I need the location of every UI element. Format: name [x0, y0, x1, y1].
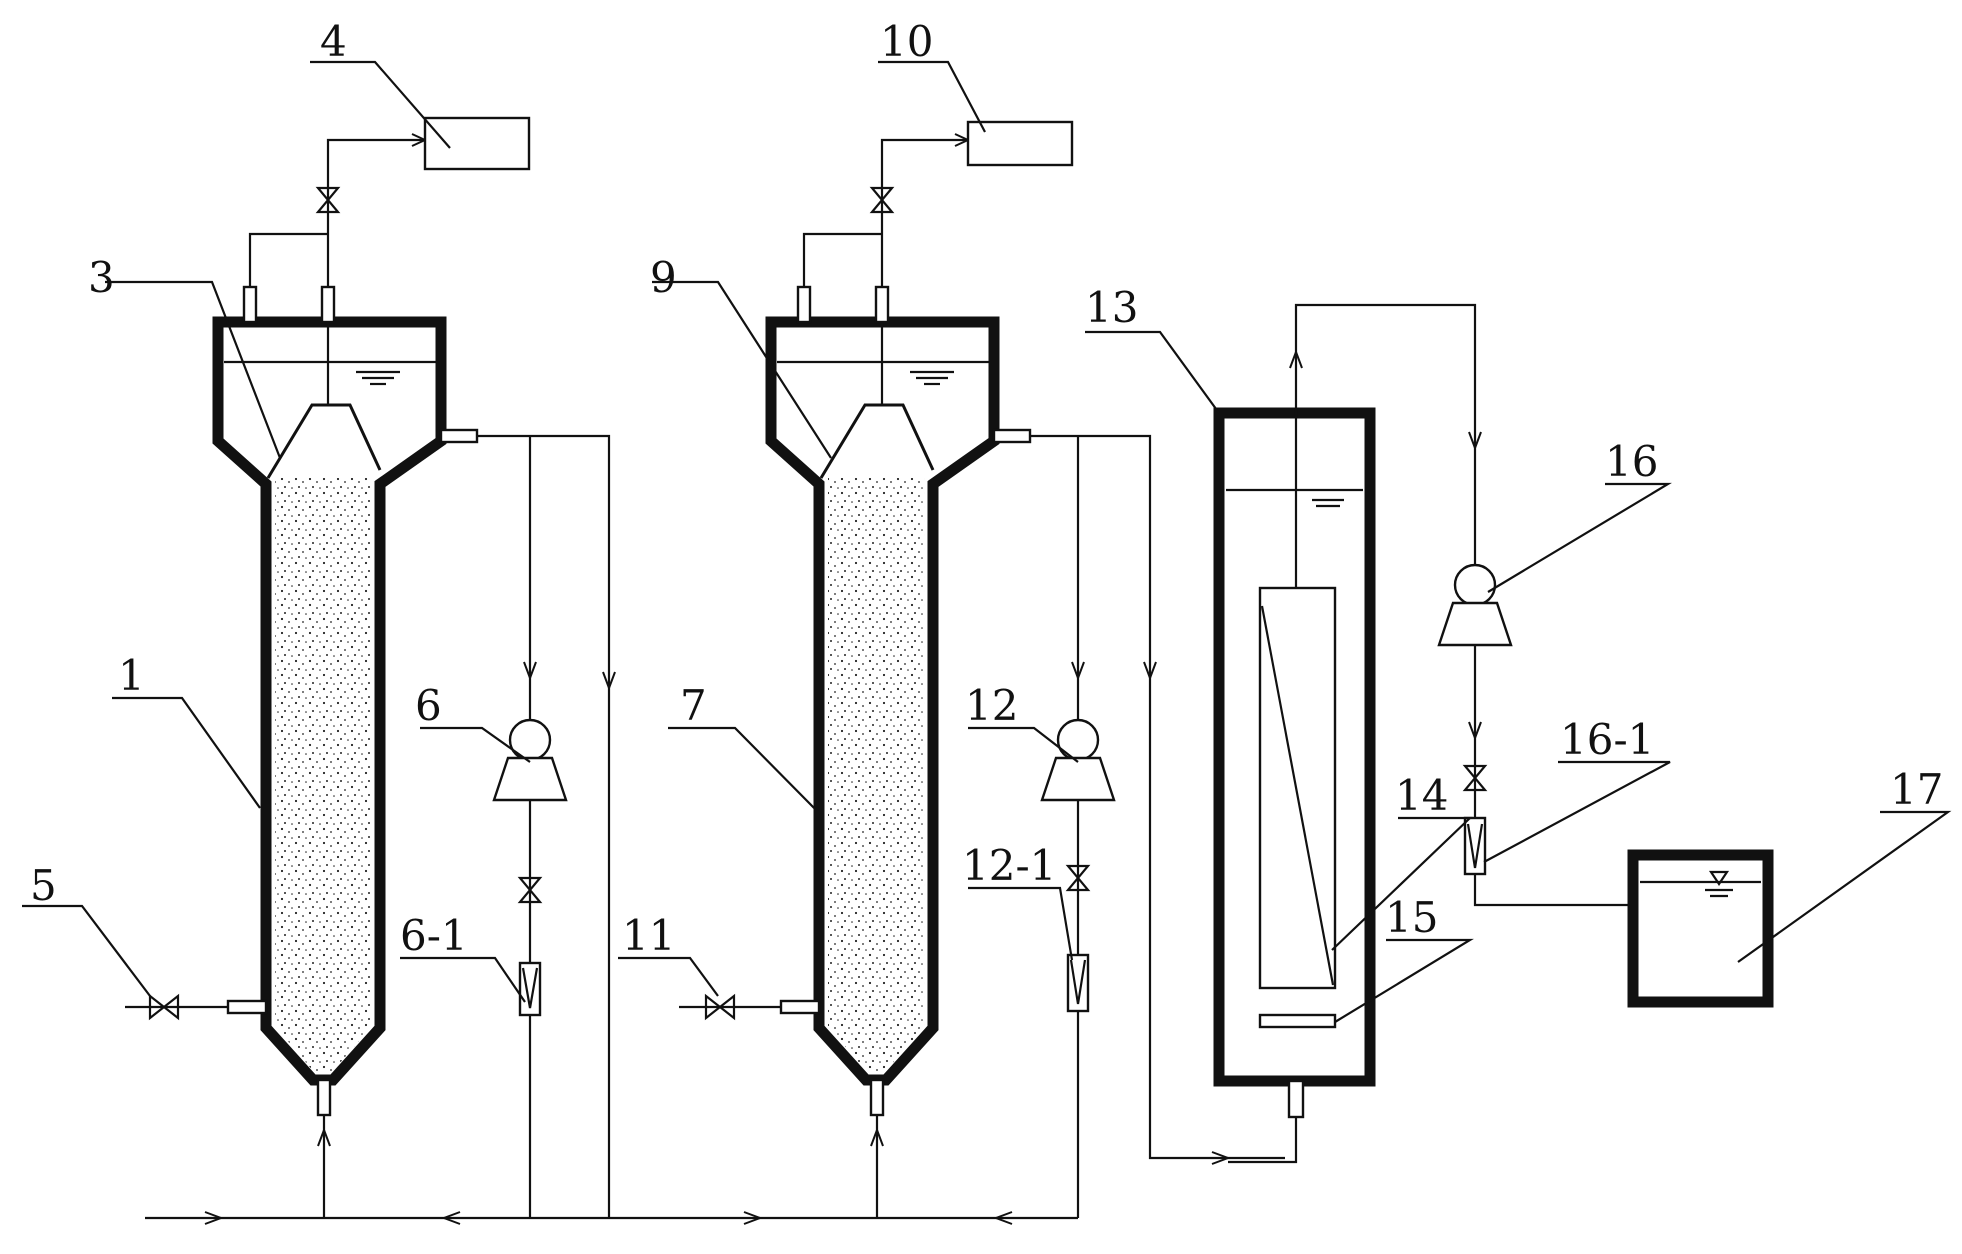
tank-13-outlet	[1287, 1079, 1305, 1119]
label-16-1: 16-1	[1560, 715, 1654, 764]
valve-icon	[1065, 864, 1091, 892]
valve-icon	[517, 876, 543, 904]
valve-icon	[869, 186, 895, 214]
flowmeter-icon	[1463, 816, 1487, 876]
callout-labels: 4 3 1 5 6 6-1 10 9 7 11 12 12-1 13 14 15…	[30, 17, 1943, 960]
reactor-1-nozzle-gas	[320, 285, 336, 324]
membrane-module-14	[1258, 586, 1337, 990]
flowmeter-icon	[1066, 953, 1090, 1013]
leader-lines	[22, 60, 1952, 1023]
gas-collector-10	[966, 120, 1074, 167]
reactor-1-separator	[266, 403, 382, 479]
label-16: 16	[1605, 437, 1658, 486]
reactor-1-nozzle-top	[242, 285, 258, 324]
reactor-1-body	[212, 316, 447, 1086]
label-14: 14	[1395, 771, 1448, 820]
label-12: 12	[965, 681, 1018, 730]
reactor-1-nozzle-side	[226, 999, 268, 1015]
label-10: 10	[880, 17, 933, 66]
label-12-1: 12-1	[962, 841, 1056, 890]
valve-icon	[315, 186, 341, 214]
pump-icon	[1040, 718, 1116, 802]
label-1: 1	[118, 651, 145, 700]
reactor-1-nozzle-bottom	[316, 1078, 332, 1117]
reactor-1-outlet	[439, 428, 479, 444]
label-7: 7	[680, 681, 707, 730]
label-4: 4	[320, 17, 347, 66]
reactor-7-packing	[828, 478, 925, 1072]
water-tank-17	[1627, 849, 1774, 1008]
pump-icon	[1437, 563, 1513, 647]
water-level-icon	[910, 370, 954, 386]
water-level-icon	[356, 370, 400, 386]
membrane-tank-13	[1213, 303, 1482, 1164]
reactor-7	[765, 285, 1032, 1117]
label-17: 17	[1890, 765, 1943, 814]
label-6-1: 6-1	[400, 911, 468, 960]
water-level-icon	[1705, 870, 1733, 898]
inlet-valve-5	[125, 993, 228, 1021]
label-5: 5	[30, 861, 57, 910]
tank-17-body	[1627, 849, 1774, 1008]
recirculation-loop-12	[609, 434, 1285, 1225]
recirculation-loop-6	[145, 434, 616, 1225]
reactor-7-body	[765, 316, 1000, 1086]
label-3: 3	[88, 253, 115, 302]
valve-icon	[1462, 764, 1488, 792]
suction-line-16	[1437, 563, 1633, 907]
label-9: 9	[650, 253, 677, 302]
inlet-valve-11	[679, 993, 781, 1021]
label-11: 11	[622, 911, 675, 960]
water-level-icon	[1312, 498, 1344, 508]
pump-icon	[492, 718, 568, 802]
reactor-1-packing	[275, 478, 372, 1072]
flowmeter-icon	[518, 961, 542, 1017]
reactor-7-separator	[819, 403, 935, 479]
gas-line-10	[802, 120, 1074, 287]
label-13: 13	[1085, 283, 1138, 332]
label-6: 6	[415, 681, 442, 730]
gas-collector-4	[423, 116, 531, 171]
aerator-15	[1258, 1013, 1337, 1029]
gas-line-1	[248, 116, 531, 287]
label-15: 15	[1385, 893, 1438, 942]
